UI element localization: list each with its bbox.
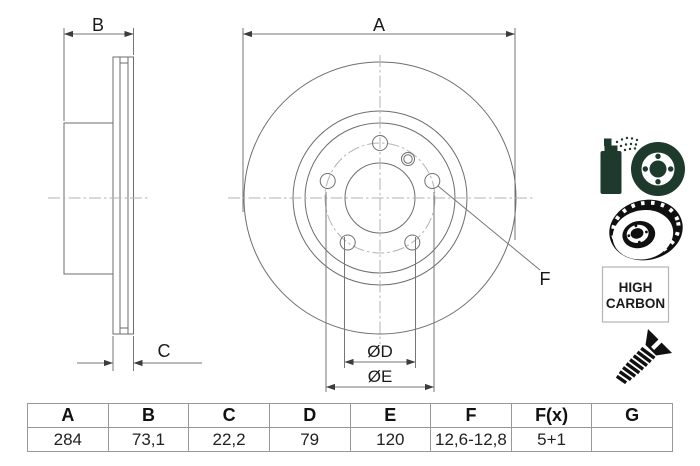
dimension-spec-table: A B C D E F F(x) G 284 73,1 22,2 79 120 … bbox=[27, 403, 673, 452]
spray-dots bbox=[615, 136, 639, 152]
dim-label-diameter-e: ØE bbox=[368, 367, 393, 386]
side-view: B C bbox=[48, 15, 202, 371]
dim-label-a: A bbox=[373, 15, 385, 35]
value-fx: 5+1 bbox=[510, 427, 593, 452]
value-b: 73,1 bbox=[107, 427, 190, 452]
value-f: 12,6-12,8 bbox=[430, 427, 512, 452]
high-carbon-line2: CARBON bbox=[606, 296, 665, 311]
high-carbon-line1: HIGH bbox=[619, 280, 653, 295]
vented-disc-icon bbox=[609, 199, 683, 261]
col-header-fx: F(x) bbox=[510, 403, 593, 428]
col-header-g: G bbox=[591, 403, 673, 428]
dim-label-f: F bbox=[540, 269, 551, 289]
dim-label-b: B bbox=[92, 15, 104, 35]
col-header-d: D bbox=[268, 403, 351, 428]
high-carbon-badge: HIGH CARBON bbox=[601, 266, 670, 323]
value-e: 120 bbox=[349, 427, 432, 452]
bolt-holes bbox=[319, 135, 441, 251]
value-g bbox=[591, 427, 673, 452]
col-header-e: E bbox=[349, 403, 432, 428]
spec-value-row: 284 73,1 22,2 79 120 12,6-12,8 5+1 bbox=[27, 427, 673, 452]
front-view: A F bbox=[228, 15, 551, 392]
col-header-c: C bbox=[188, 403, 270, 428]
dimension-b: B bbox=[63, 15, 134, 121]
col-header-b: B bbox=[107, 403, 190, 428]
brake-disc-drawing: B C bbox=[48, 15, 685, 392]
spray-coated-disc-icon bbox=[600, 136, 685, 196]
locating-pin-hole bbox=[401, 152, 415, 166]
spec-header-row: A B C D E F F(x) G bbox=[27, 403, 673, 428]
dimension-c: C bbox=[77, 336, 202, 371]
value-a: 284 bbox=[27, 427, 109, 452]
dim-label-diameter-d: ØD bbox=[367, 342, 393, 361]
rotor-profile bbox=[112, 56, 134, 335]
col-header-a: A bbox=[27, 403, 109, 428]
dimension-d: ØD bbox=[344, 237, 416, 368]
countersunk-screw-icon bbox=[615, 328, 673, 385]
col-header-f: F bbox=[430, 403, 512, 428]
value-c: 22,2 bbox=[188, 427, 270, 452]
leader-f: F bbox=[437, 185, 551, 289]
value-d: 79 bbox=[268, 427, 351, 452]
dimension-a: A bbox=[242, 15, 516, 240]
dim-label-c: C bbox=[158, 341, 171, 361]
dimension-e: ØE bbox=[325, 192, 435, 392]
